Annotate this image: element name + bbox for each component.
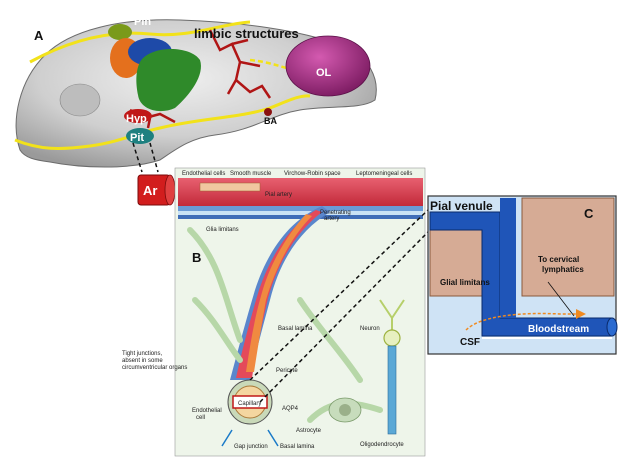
label-endothelial-cell-2: cell	[196, 415, 205, 421]
label-endothelial-cell-1: Endothelial	[192, 408, 222, 414]
capillary-box	[232, 395, 268, 409]
label-tight-junctions-2: absent in some	[122, 358, 163, 364]
label-pial-artery: Pial artery	[265, 192, 292, 198]
cervical-pointer	[547, 281, 575, 317]
label-aqp4: AQP4	[282, 406, 299, 412]
label-capillary: Capillary	[238, 401, 261, 407]
green-structure	[136, 48, 201, 112]
limbic-vessels	[208, 29, 272, 99]
meningeal-layer-3	[178, 215, 423, 219]
astrocyte-processes	[187, 227, 383, 423]
connector-b-c-top	[249, 209, 429, 381]
panel-b-letter: B	[192, 250, 201, 265]
meningeal-layer-1	[178, 206, 423, 211]
panel-a-brain: A Pin limbic structures OL Hyp Pit BA	[14, 16, 377, 168]
label-neuron: Neuron	[360, 326, 380, 332]
olfactory-lobe	[285, 35, 371, 97]
label-pericyte: Pericyte	[276, 368, 298, 374]
label-glia-limitans: Glia limitans	[206, 227, 239, 233]
label-csf: CSF	[460, 337, 480, 348]
label-pial-venule: Pial venule	[430, 199, 493, 213]
label-basal-lamina-top: Basal lamina	[278, 326, 313, 332]
panel-c-letter: C	[584, 206, 594, 221]
ba-dot	[264, 108, 272, 116]
label-penetrating-2: artery	[324, 216, 339, 222]
connector-a-b-left	[132, 142, 143, 173]
yellow-pathway-limbic	[249, 58, 301, 74]
label-tight-junctions-1: Tight junctions,	[122, 351, 162, 357]
label-gap-junction: Gap junction	[234, 444, 268, 450]
csf-flow-orange	[465, 312, 580, 331]
cerebellum-bulge	[59, 83, 101, 117]
label-ba: BA	[264, 116, 277, 126]
label-endothelial-cells: Endothelial cells	[182, 171, 225, 177]
label-cervical-1: To cervical	[538, 255, 579, 264]
smooth-muscle-band	[199, 182, 261, 192]
label-oligodendrocyte: Oligodendrocyte	[360, 442, 404, 448]
label-pin: Pin	[134, 16, 151, 28]
venule-opening	[606, 317, 618, 337]
neuron	[379, 299, 405, 435]
capillary-arrows	[221, 429, 279, 447]
label-cervical-2: lymphatics	[542, 265, 584, 274]
connector-a-b-right	[149, 142, 159, 173]
venule-top-branch	[500, 198, 516, 318]
panel-c-venule: C Pial venule Glial limitans To cervical…	[427, 195, 618, 355]
yellow-pathway-top	[29, 20, 251, 64]
label-pit: Pit	[130, 132, 144, 144]
label-tight-junctions-3: circumventricular organs	[122, 365, 187, 371]
label-ar: Ar	[143, 183, 157, 198]
pin-structure	[108, 24, 132, 40]
panel-a-letter: A	[34, 28, 44, 43]
meningeal-layer-2	[178, 211, 423, 215]
panel-b-neurovascular: Capillary B Endothelial cells Smooth mus…	[122, 167, 426, 457]
astrocyte-nucleus	[339, 404, 351, 416]
label-limbic-structures: limbic structures	[194, 26, 299, 41]
pial-artery	[178, 178, 423, 206]
label-penetrating-1: Penetrating	[320, 210, 351, 216]
pit-structure	[126, 128, 154, 144]
brain-outline	[15, 19, 377, 168]
label-smooth-muscle: Smooth muscle	[230, 171, 272, 177]
label-glial-limitans: Glial limitans	[440, 278, 490, 287]
ar-box: Ar	[137, 174, 176, 206]
label-hyp: Hyp	[126, 113, 147, 125]
label-bloodstream: Bloodstream	[528, 324, 589, 335]
hyp-structure	[124, 109, 152, 123]
yellow-pathway-bottom	[14, 94, 311, 150]
label-virchow-robin: Virchow-Robin space	[284, 171, 341, 177]
csf-arrowhead	[576, 309, 586, 319]
connector-b-c-bottom	[259, 231, 429, 403]
label-astrocyte: Astrocyte	[296, 428, 322, 434]
penetrating-artery-core	[246, 214, 312, 372]
label-basal-lamina-bottom: Basal lamina	[280, 444, 315, 450]
tissue-right	[521, 197, 615, 297]
label-ol: OL	[316, 67, 332, 79]
label-leptomeningeal: Leptomeningeal cells	[356, 171, 412, 177]
